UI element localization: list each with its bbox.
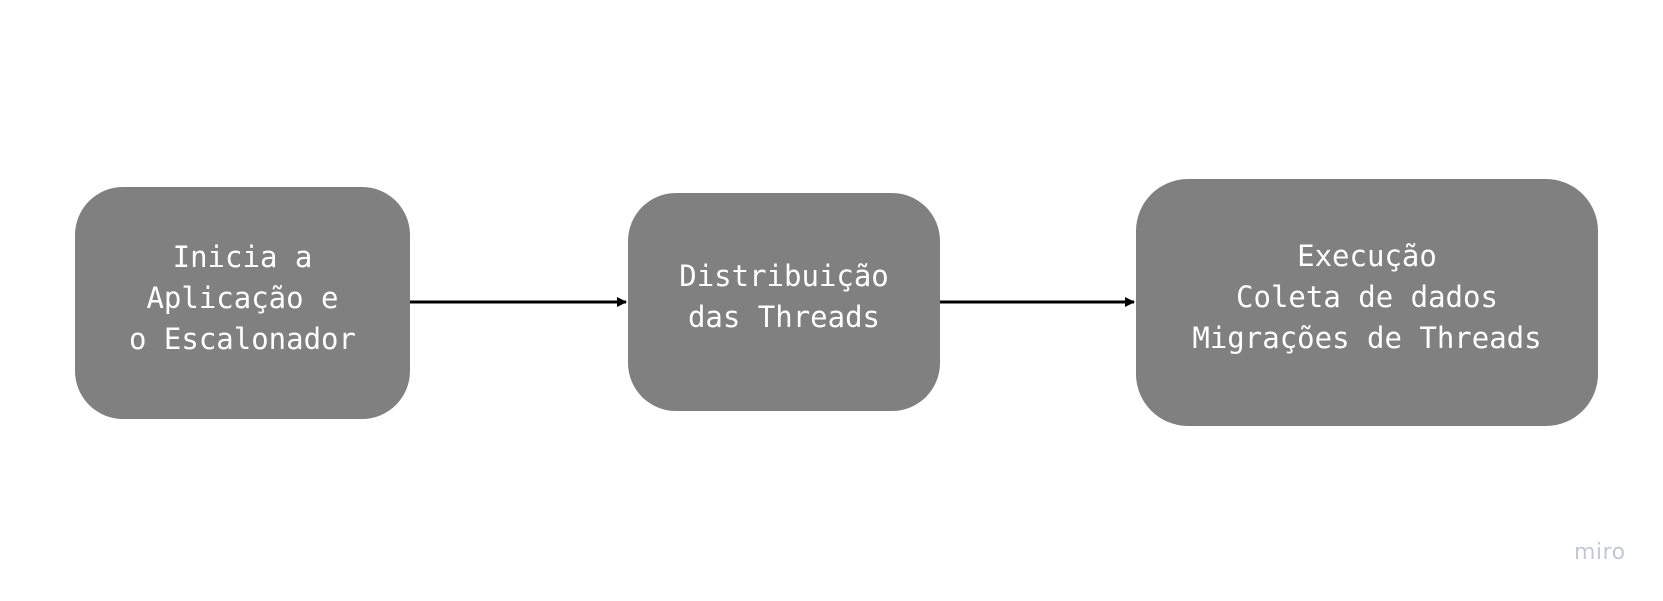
node-3-line-1: Execução (1297, 239, 1437, 273)
node-execucao: Execução Coleta de dados Migrações de Th… (1136, 179, 1598, 426)
node-1-line-2: Aplicação e (146, 280, 339, 315)
node-1-line-1: Inicia a (172, 239, 313, 274)
node-2-line-2: das Threads (687, 300, 881, 334)
node-3-line-2: Coleta de dados (1236, 280, 1498, 314)
node-2-line-1: Distribuição (679, 259, 889, 293)
node-1-line-3: o Escalonador (129, 321, 356, 356)
node-3-line-3: Migrações de Threads (1192, 321, 1542, 355)
node-inicia-aplicacao: Inicia a Aplicação e o Escalonador (75, 187, 410, 419)
miro-watermark: miro (1574, 540, 1626, 565)
node-distribuicao-threads: Distribuição das Threads (628, 193, 940, 411)
